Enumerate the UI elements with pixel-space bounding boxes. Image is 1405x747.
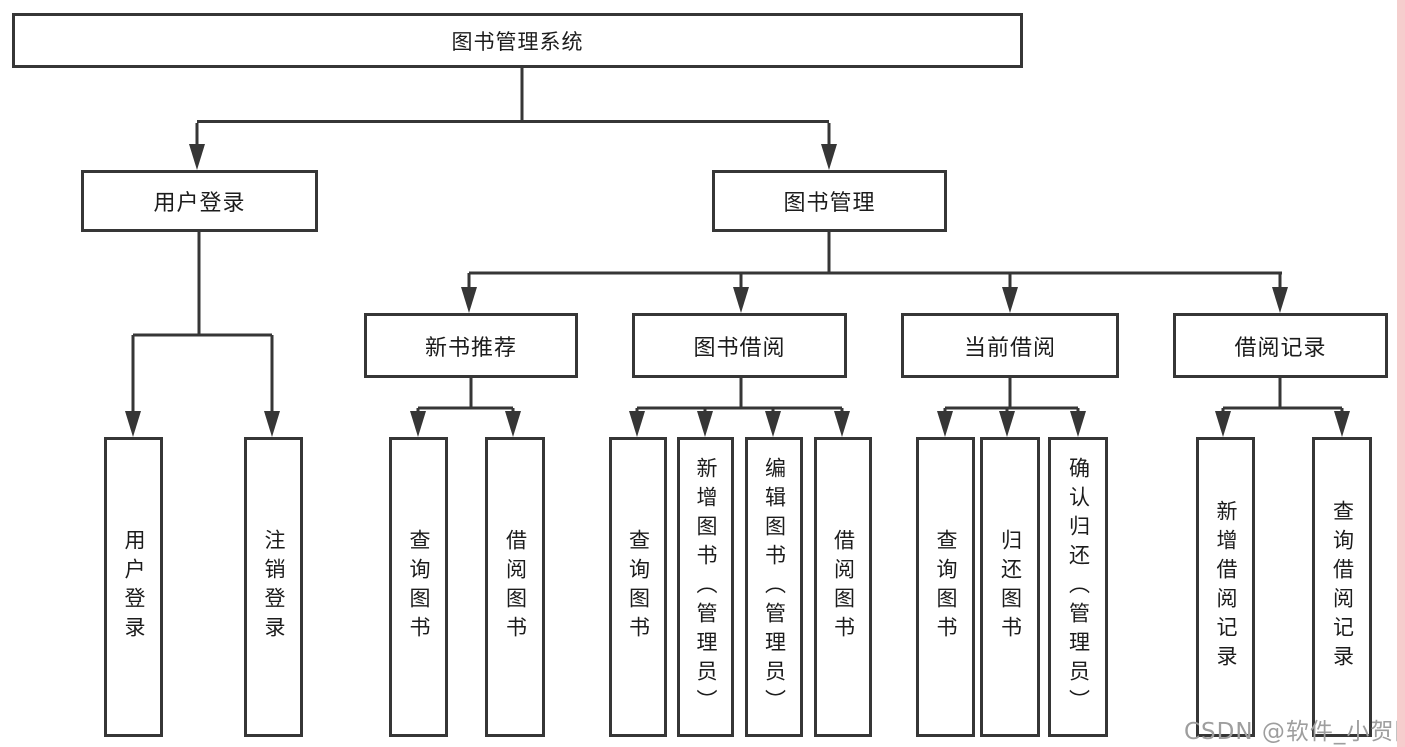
leaf-edit-books-admin: 编辑图书（管理员） (745, 437, 803, 737)
leaf-query-books: 查询图书 (609, 437, 667, 737)
leaf-query-borrow-record: 查询借阅记录 (1312, 437, 1372, 737)
node-library-management-system: 图书管理系统 (12, 13, 1023, 68)
leaf-add-books-admin: 新增图书（管理员） (677, 437, 734, 737)
leaf-return-books: 归还图书 (980, 437, 1040, 737)
node-user-login: 用户登录 (81, 170, 318, 232)
node-book-borrowing: 图书借阅 (632, 313, 847, 378)
node-current-borrowing: 当前借阅 (901, 313, 1119, 378)
node-borrowing-records: 借阅记录 (1173, 313, 1388, 378)
leaf-user-login: 用户登录 (104, 437, 163, 737)
csdn-watermark: CSDN @软件_小贺同学 (1184, 719, 1405, 745)
leaf-borrow-books: 借阅图书 (485, 437, 545, 737)
pink-edge-strip (1397, 0, 1405, 747)
leaf-confirm-return-admin: 确认归还（管理员） (1048, 437, 1108, 737)
node-new-book-recommendation: 新书推荐 (364, 313, 578, 378)
leaf-logout: 注销登录 (244, 437, 303, 737)
node-book-management: 图书管理 (712, 170, 947, 232)
leaf-add-borrow-record: 新增借阅记录 (1196, 437, 1255, 737)
leaf-query-books: 查询图书 (916, 437, 975, 737)
leaf-query-books: 查询图书 (389, 437, 448, 737)
leaf-borrow-books: 借阅图书 (814, 437, 872, 737)
